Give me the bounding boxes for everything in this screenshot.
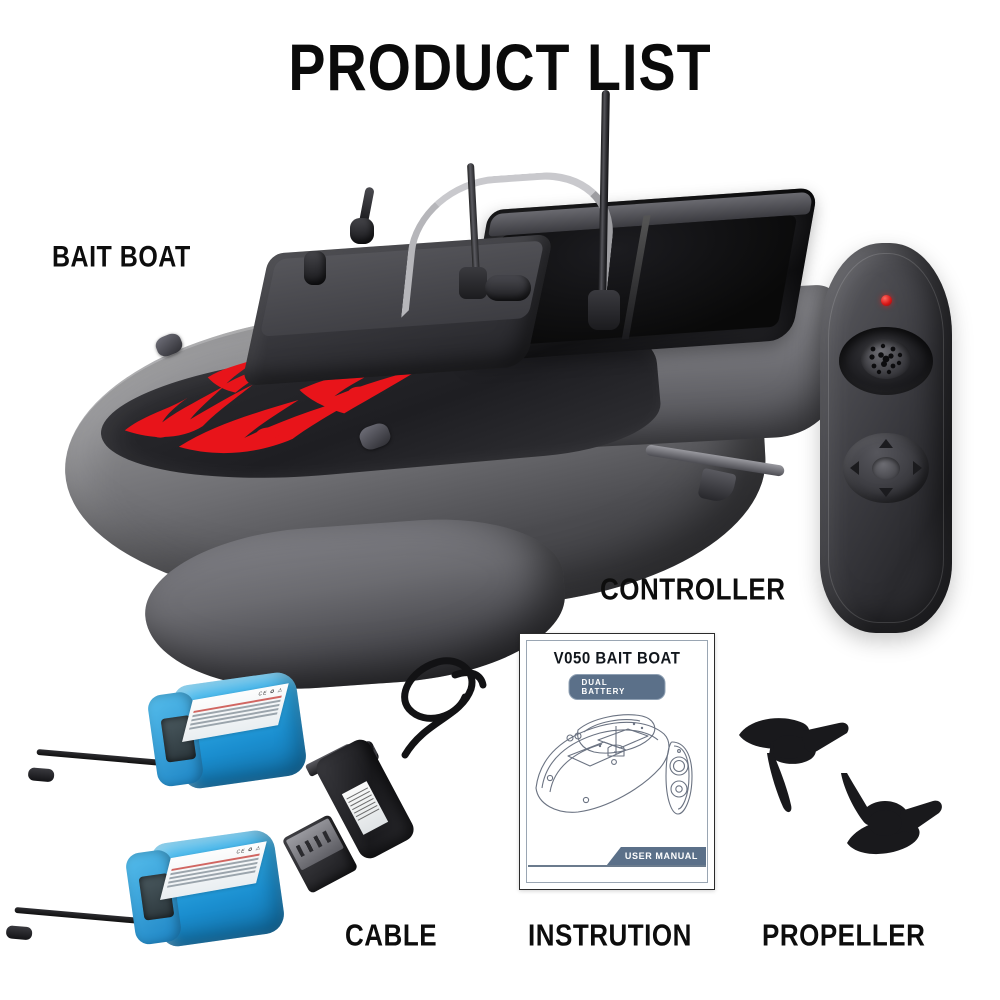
battery-plug-1 — [27, 767, 55, 783]
propeller-pair — [739, 718, 942, 855]
boat-knob-a — [350, 218, 374, 244]
controller-seam — [828, 253, 944, 623]
propeller-1 — [739, 718, 849, 813]
dpad-left-icon[interactable] — [850, 461, 859, 475]
power-led-indicator — [880, 295, 892, 306]
controller-dpad[interactable] — [843, 433, 929, 503]
page-title: PRODUCT LIST — [288, 31, 712, 105]
propeller-2 — [841, 773, 942, 855]
boat-knob-b — [304, 251, 326, 285]
label-controller: CONTROLLER — [600, 571, 786, 607]
manual-footer: USER MANUAL — [528, 847, 706, 867]
dpad-right-icon[interactable] — [913, 461, 922, 475]
instruction-manual-card: V050 BAIT BOAT DUAL BATTERY — [519, 633, 715, 890]
dpad-down-icon[interactable] — [879, 488, 893, 497]
antenna-base — [588, 290, 620, 330]
dpad-center-button[interactable] — [872, 456, 900, 480]
dpad-up-icon[interactable] — [879, 439, 893, 448]
label-propeller: PROPELLER — [762, 917, 926, 953]
bait-boat-image — [57, 89, 860, 700]
propeller-image — [735, 695, 950, 890]
battery-plug-2 — [5, 925, 33, 941]
label-instruction: INSTRUTION — [528, 917, 692, 953]
controller-joystick-dial — [861, 339, 911, 379]
charging-cable-image — [281, 645, 490, 900]
manual-dual-battery-badge: DUAL BATTERY — [568, 674, 666, 700]
boat-knob-c — [485, 275, 531, 301]
controller-image — [820, 243, 952, 633]
manual-user-manual-banner: USER MANUAL — [606, 847, 706, 865]
label-bait-boat: BAIT BOAT — [52, 240, 191, 274]
battery-pack-2: CE ♻ ⚠ — [5, 828, 287, 952]
cable-wire — [401, 657, 487, 759]
antenna-secondary-base — [459, 267, 487, 299]
manual-boat-line-drawing — [535, 714, 693, 815]
manual-title: V050 BAIT BOAT — [553, 649, 681, 668]
label-cable: CABLE — [345, 917, 438, 953]
manual-inner-border — [526, 640, 708, 883]
